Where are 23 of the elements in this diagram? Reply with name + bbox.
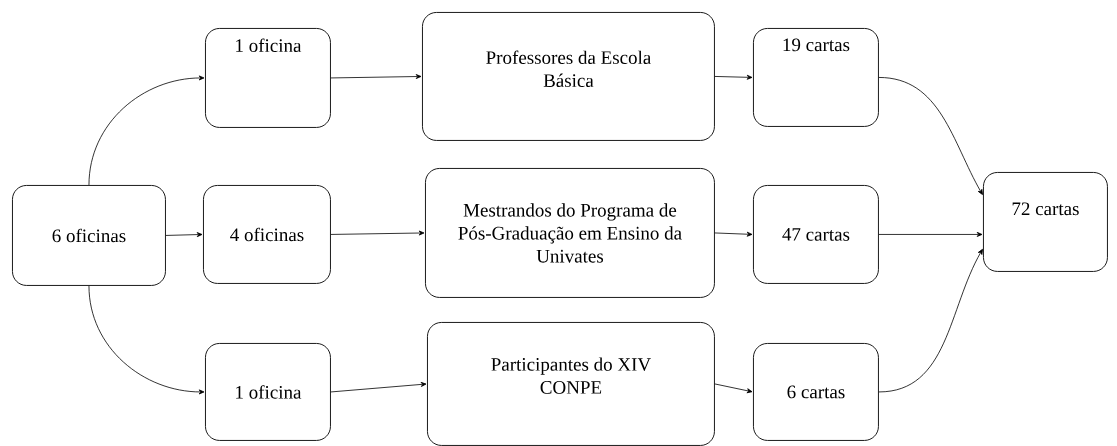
process-box: 6 cartas xyxy=(753,343,879,441)
arrow xyxy=(714,74,753,80)
arrow xyxy=(878,248,983,393)
process-box: Mestrandos do Programa de Pós-Graduação em Ensino da Univates xyxy=(425,168,715,298)
arrow xyxy=(714,231,753,237)
process-box: 72 cartas xyxy=(983,172,1108,272)
process-box: Professores da Escola Básica xyxy=(422,12,715,141)
arrow xyxy=(878,77,983,195)
arrow xyxy=(330,74,422,79)
arrow xyxy=(88,285,205,395)
arrow xyxy=(330,230,425,236)
arrow xyxy=(714,383,753,394)
arrow xyxy=(88,75,205,186)
arrow xyxy=(878,231,983,237)
process-box: 4 oficinas xyxy=(203,185,331,284)
arrow xyxy=(165,232,203,238)
process-box: 6 oficinas xyxy=(12,185,166,286)
process-box: 1 oficina xyxy=(205,28,331,128)
process-box: 47 cartas xyxy=(753,185,879,284)
process-box: 19 cartas xyxy=(753,28,879,127)
arrow xyxy=(330,381,427,393)
process-box: 1 oficina xyxy=(205,343,331,441)
process-box: Participantes do XIV CONPE xyxy=(427,322,715,446)
